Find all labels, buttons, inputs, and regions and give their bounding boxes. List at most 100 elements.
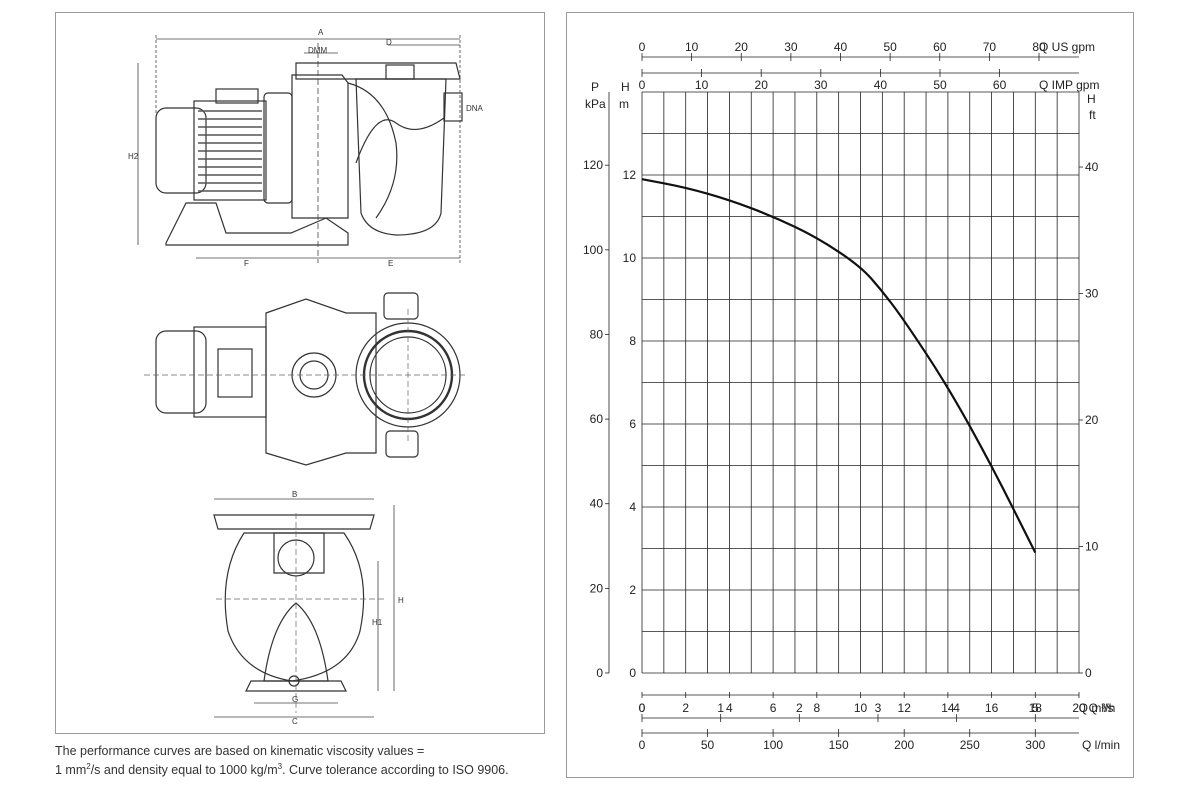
h-ft-tick-label: 20	[1085, 413, 1099, 427]
dim-label-g: G	[292, 695, 298, 704]
h-ft-axis-unit: ft	[1089, 108, 1096, 122]
q-impgpm-tick-label: 20	[755, 78, 769, 92]
q-m3h-tick-label: 20	[1072, 701, 1086, 715]
q-m3h-tick-label: 18	[1029, 701, 1043, 715]
h-m-tick-label: 0	[629, 666, 636, 680]
dim-label-b: B	[292, 490, 297, 499]
outlet-port-inner	[299, 360, 329, 390]
dim-label-f: F	[244, 259, 249, 268]
q-m3h-tick-label: 2	[682, 701, 689, 715]
pump-top-flange	[295, 62, 461, 80]
q-usgpm-tick-label: 80	[1032, 40, 1046, 54]
chart-grid	[641, 91, 1080, 674]
p-kpa-tick-label: 20	[590, 581, 604, 595]
h-m-axis-unit: m	[619, 97, 629, 111]
q-m3h-tick-label: 14	[941, 701, 955, 715]
q-m3h-tick-label: 10	[854, 701, 868, 715]
q-usgpm-tick-label: 30	[784, 40, 798, 54]
p-kpa-tick-label: 100	[583, 243, 603, 257]
pump-front-view	[213, 498, 395, 718]
q-usgpm-axis-label: Q US gpm	[1039, 40, 1095, 54]
h-m-axis-label: H	[621, 80, 630, 94]
q-lmin-tick-label: 50	[701, 738, 715, 752]
performance-curve-line	[641, 178, 1037, 554]
q-lmin-tick-label: 0	[639, 738, 646, 752]
dim-label-h2: H2	[128, 152, 139, 161]
pump-casing	[291, 74, 349, 219]
front-top-flange	[213, 514, 375, 530]
pump-casing-top	[265, 298, 377, 466]
q-usgpm-tick-label: 50	[883, 40, 897, 54]
h-m-tick-label: 2	[629, 583, 636, 597]
q-impgpm-axis-label: Q IMP gpm	[1039, 78, 1099, 92]
motor-body	[193, 100, 267, 201]
q-impgpm-tick-label: 60	[993, 78, 1007, 92]
p-kpa-tick-label: 120	[583, 158, 603, 172]
q-impgpm-tick-label: 0	[639, 78, 646, 92]
q-m3h-axis-label: Q m³/h	[1079, 701, 1116, 715]
p-kpa-tick-label: 0	[596, 666, 603, 680]
p-kpa-tick-label: 80	[590, 327, 604, 341]
q-lmin-tick-label: 200	[894, 738, 914, 752]
h-ft-tick-label: 30	[1085, 287, 1099, 301]
q-usgpm-tick-label: 20	[735, 40, 749, 54]
pump-side-view	[137, 35, 463, 263]
h-m-tick-label: 10	[623, 251, 637, 265]
h-m-tick-label: 8	[629, 334, 636, 348]
q-ls-tick-label: 3	[875, 701, 882, 715]
pump-base	[165, 202, 349, 246]
q-impgpm-tick-label: 10	[695, 78, 709, 92]
q-ls-tick-label: 5	[1032, 701, 1039, 715]
terminal-box-top	[217, 348, 253, 398]
dim-label-dna: DNA	[466, 104, 484, 113]
terminal-box	[215, 88, 259, 104]
q-m3h-tick-label: 6	[770, 701, 777, 715]
front-outlet-block	[273, 532, 325, 574]
motor-end-cap-top	[155, 330, 207, 414]
q-ls-tick-label: 0	[639, 701, 646, 715]
p-kpa-tick-label: 60	[590, 412, 604, 426]
dim-label-h1: H1	[372, 618, 383, 627]
q-m3h-tick-label: 12	[898, 701, 912, 715]
p-kpa-tick-label: 40	[590, 497, 604, 511]
q-m3h-tick-label: 4	[726, 701, 733, 715]
note-line-2: 1 mm2/s and density equal to 1000 kg/m3.…	[55, 762, 509, 778]
q-ls-tick-label: 4	[953, 701, 960, 715]
note-line-1: The performance curves are based on kine…	[55, 744, 425, 758]
chart-series	[641, 178, 1037, 554]
q-usgpm-tick-label: 70	[983, 40, 997, 54]
h-m-tick-label: 6	[629, 417, 636, 431]
front-pump-body	[224, 532, 365, 682]
dim-label-a: A	[318, 28, 324, 37]
dim-label-dmm: DMM	[308, 46, 327, 55]
q-ls-tick-label: 2	[796, 701, 803, 715]
lid-handle-bottom	[385, 430, 419, 458]
front-base	[245, 680, 347, 692]
q-lmin-axis-label: Q l/min	[1082, 738, 1120, 752]
q-m3h-tick-label: 8	[813, 701, 820, 715]
dim-label-c: C	[292, 717, 298, 726]
q-usgpm-tick-label: 0	[639, 40, 646, 54]
h-m-tick-label: 12	[623, 168, 637, 182]
dim-label-d: D	[386, 38, 392, 47]
q-usgpm-tick-label: 60	[933, 40, 947, 54]
q-impgpm-tick-label: 40	[874, 78, 888, 92]
h-ft-tick-label: 10	[1085, 540, 1099, 554]
pump-top-view	[144, 292, 468, 466]
h-ft-tick-label: 0	[1085, 666, 1092, 680]
q-lmin-tick-label: 150	[829, 738, 849, 752]
q-ls-tick-label: 1	[717, 701, 724, 715]
q-m3h-tick-label: 16	[985, 701, 999, 715]
motor-flange	[263, 92, 293, 204]
q-usgpm-tick-label: 40	[834, 40, 848, 54]
q-m3h-tick-label: 0	[639, 701, 646, 715]
motor-body-top	[193, 326, 267, 418]
q-lmin-tick-label: 250	[960, 738, 980, 752]
q-lmin-tick-label: 100	[763, 738, 783, 752]
pump-technical-drawing: A D DMM DNA H2 F E B H H1 G C	[128, 28, 484, 726]
inlet-port	[443, 92, 463, 122]
pot-lid-knob	[385, 64, 415, 80]
q-impgpm-tick-label: 30	[814, 78, 828, 92]
